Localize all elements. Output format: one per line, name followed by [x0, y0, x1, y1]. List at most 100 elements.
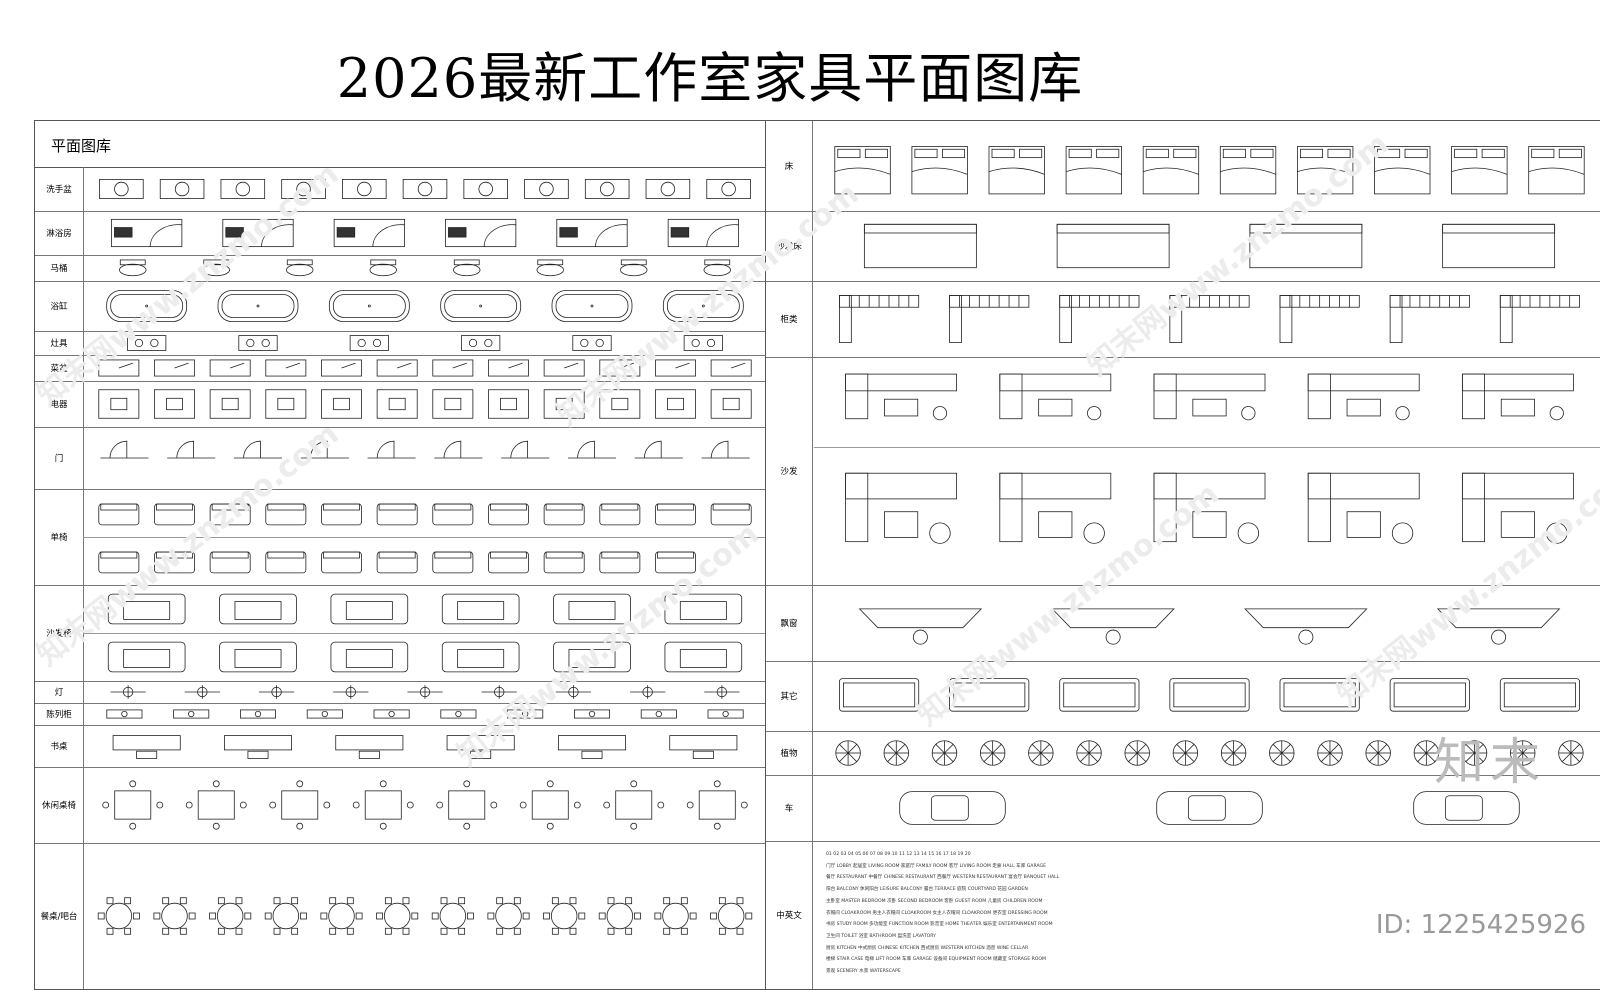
sink-symbols — [99, 179, 751, 199]
shower-symbols — [111, 218, 739, 248]
plant-symbol — [1124, 740, 1150, 766]
sofa-symbols — [845, 373, 1574, 544]
left-row: 电器 — [35, 381, 765, 428]
tub-symbol — [662, 290, 744, 322]
shower-symbol — [445, 218, 517, 248]
dining-symbol — [209, 897, 252, 935]
bed-symbol — [1451, 146, 1508, 195]
table-symbol — [352, 780, 414, 830]
library-header: 平面图库 — [35, 121, 765, 168]
dining-symbol — [97, 897, 140, 935]
category-label: 洗手盆 — [35, 167, 84, 211]
plant-symbol — [1365, 740, 1391, 766]
toilet-symbols — [119, 259, 731, 277]
room-name-line: 书房 STUDY ROOM 多功能室 FUNCTION ROOM 影音室 HOM… — [826, 922, 1053, 928]
left-row: 淋浴房 — [35, 211, 765, 256]
cabinet-symbol — [373, 709, 410, 719]
lamp-symbol — [407, 685, 443, 699]
appliance-symbol — [265, 389, 307, 419]
cabinet-symbol — [507, 709, 544, 719]
sofa-symbol — [1461, 373, 1574, 421]
dining-symbol — [320, 897, 363, 935]
car-symbols — [899, 791, 1520, 825]
category-label: 浴缸 — [35, 281, 84, 331]
cabinet-symbol — [106, 709, 143, 719]
stove-symbol — [349, 335, 389, 351]
dining-symbol — [431, 897, 474, 935]
tub-symbol — [440, 290, 522, 322]
plant-symbol — [1028, 740, 1054, 766]
symbol-strip — [91, 585, 759, 681]
library-header-text: 平面图库 — [51, 137, 112, 155]
right-row: 床 — [766, 121, 1600, 212]
desk-symbols — [112, 735, 738, 759]
chair-symbol — [376, 551, 418, 574]
tub-symbols — [106, 290, 744, 322]
dining-symbol — [710, 897, 753, 935]
symbol-strip — [824, 121, 1595, 211]
sofa-symbol — [1153, 472, 1266, 544]
symbol-strip — [91, 331, 759, 355]
toilet-symbol — [453, 259, 481, 277]
dining-symbols — [97, 897, 753, 935]
wardrobe-symbols — [839, 295, 1580, 343]
lamp-symbols — [110, 685, 740, 699]
chair-symbol — [543, 551, 585, 574]
plant-symbol — [979, 740, 1006, 766]
bed-symbol — [1374, 146, 1431, 195]
category-label: 床 — [766, 121, 813, 211]
category-label: 单椅 — [35, 489, 84, 585]
cabinet-symbol — [573, 709, 610, 719]
sofa-symbol — [999, 472, 1112, 544]
room-name-line: 衣帽间 CLOAKROOM 男主人衣帽间 CLOAKROOM 女主人衣帽间 CL… — [826, 910, 1048, 916]
left-row: 菜盆 — [35, 355, 765, 382]
other-symbol — [1389, 678, 1470, 712]
cabinet-symbol — [173, 709, 210, 719]
chair-symbol — [321, 503, 362, 526]
toilet-symbol — [286, 259, 314, 277]
wardrobe-symbol — [949, 295, 1030, 343]
desk-symbol — [446, 735, 515, 759]
plant-symbol — [835, 740, 861, 766]
page-title: 2026最新工作室家具平面图库 — [336, 47, 1084, 110]
door-symbols — [100, 440, 750, 459]
door-symbol — [434, 440, 483, 459]
bed-symbol — [1296, 146, 1354, 195]
baywindow-symbol — [858, 608, 983, 645]
shower-symbol — [667, 218, 739, 248]
plant-symbols — [835, 740, 1584, 766]
other-symbol — [1499, 678, 1580, 712]
plant-symbol — [1269, 740, 1295, 766]
symbol-strip — [91, 489, 759, 585]
wardrobe-symbol — [1169, 295, 1250, 343]
left-row: 洗手盆 — [35, 167, 765, 212]
category-label: 其它 — [766, 661, 813, 731]
left-row: 陈列柜 — [35, 703, 765, 726]
basin-symbol — [98, 359, 140, 377]
door-symbol — [567, 440, 617, 459]
symbol-strip — [824, 585, 1595, 661]
tub-symbol — [328, 290, 410, 322]
chair-symbols — [98, 503, 752, 574]
bed-symbol — [988, 146, 1045, 195]
symbol-strip — [91, 681, 759, 703]
sink-symbol — [342, 179, 387, 199]
left-row: 沙发椅 — [35, 585, 765, 682]
door-symbol — [701, 440, 750, 459]
toilet-symbol — [703, 259, 731, 277]
category-label: 淋浴房 — [35, 211, 84, 255]
category-label: 飘窗 — [766, 585, 813, 661]
appliance-symbol — [321, 389, 362, 419]
other-symbol — [949, 678, 1030, 712]
car-symbol — [1156, 791, 1263, 825]
left-row: 书桌 — [35, 725, 765, 768]
category-label: 陈列柜 — [35, 703, 84, 725]
car-symbol — [1413, 791, 1520, 825]
table-symbols — [102, 780, 748, 830]
toilet-symbol — [536, 259, 564, 277]
table-symbol — [185, 780, 247, 830]
shower-symbol — [333, 218, 405, 248]
appliance-symbol — [432, 389, 474, 419]
desk-symbol — [557, 735, 626, 759]
